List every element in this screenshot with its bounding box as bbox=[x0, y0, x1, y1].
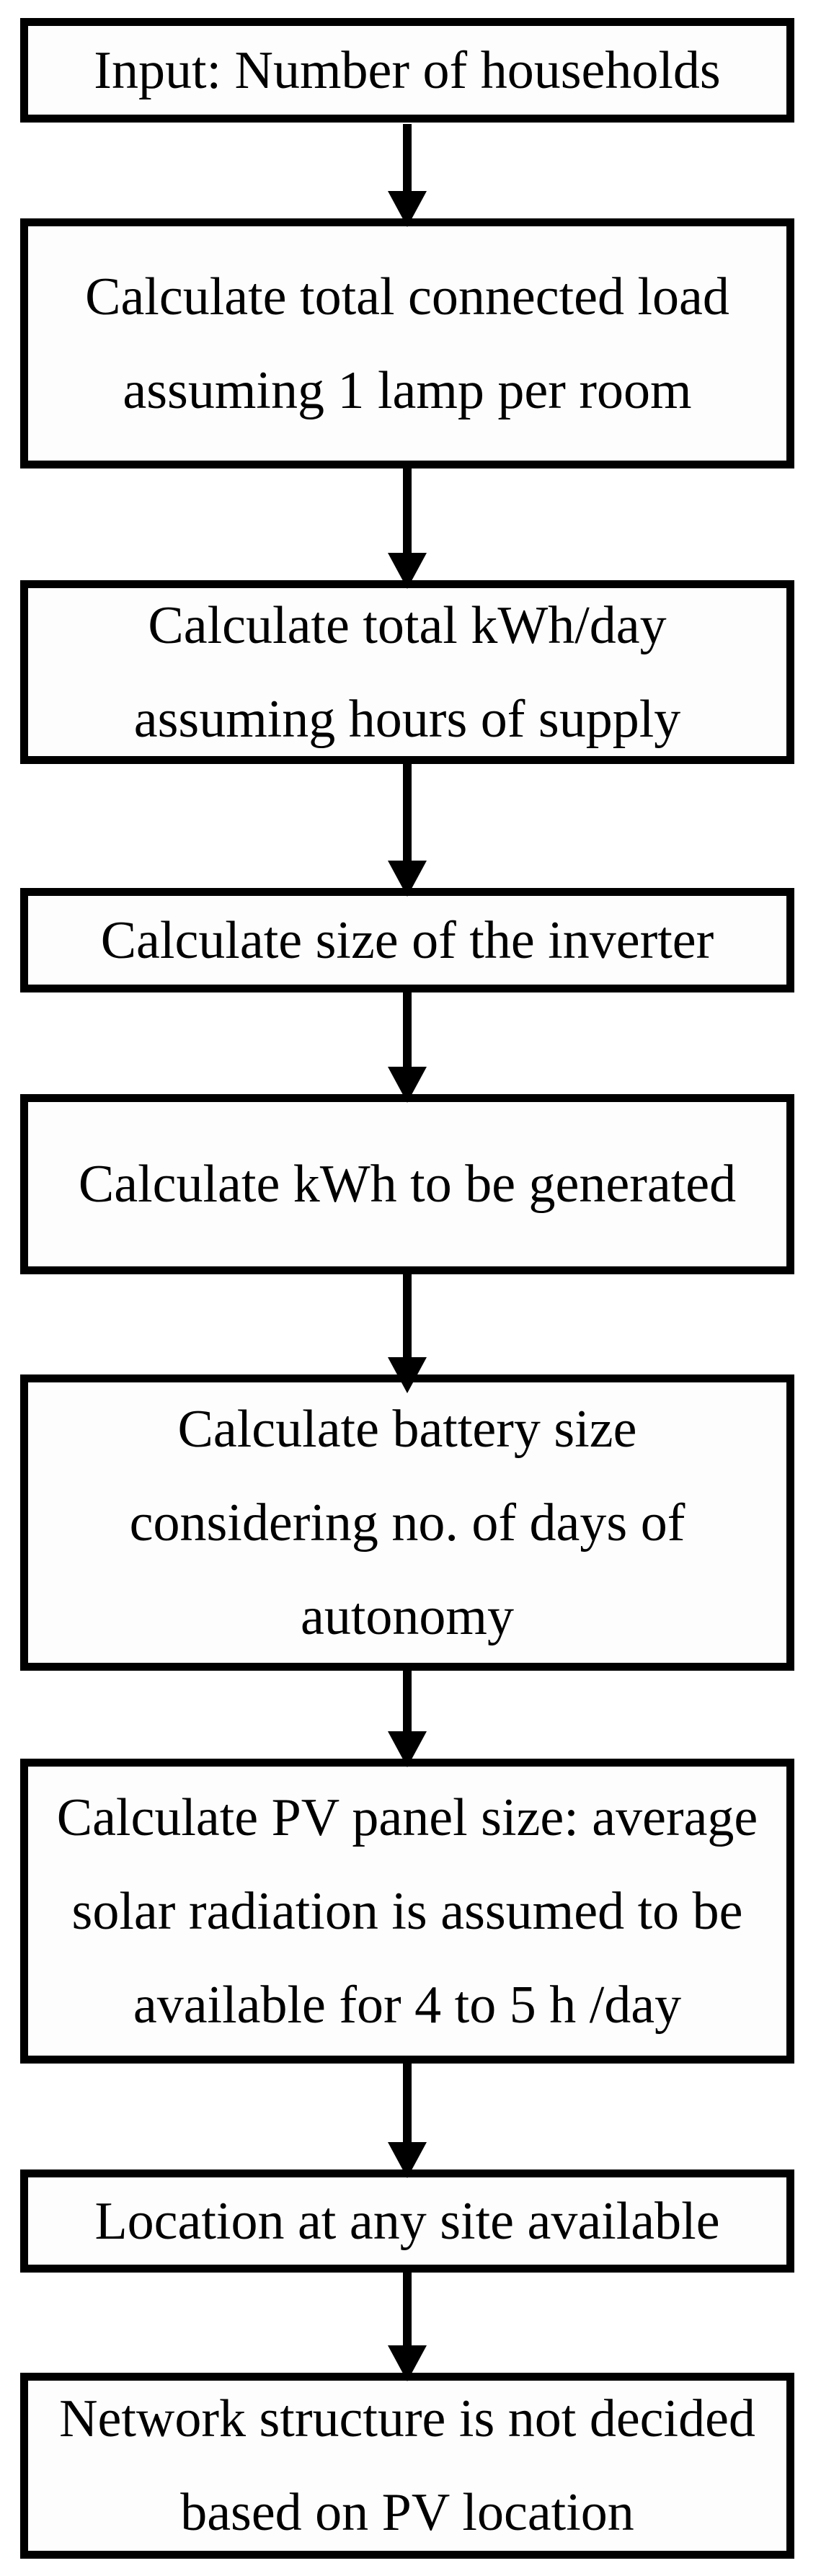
arrow-head-icon bbox=[388, 1357, 427, 1393]
down-arrow-3 bbox=[388, 764, 427, 897]
step-3-label: Calculate total kWh/day assuming hours o… bbox=[133, 595, 681, 749]
step-5-box: Calculate kWh to be generated bbox=[20, 1094, 794, 1274]
step-8-box: Location at any site available bbox=[20, 2169, 794, 2273]
step-2-box: Calculate total connected load assuming … bbox=[20, 218, 794, 468]
down-arrow-7 bbox=[388, 2064, 427, 2178]
step-2-label: Calculate total connected load assuming … bbox=[85, 267, 729, 420]
down-arrow-1 bbox=[388, 124, 427, 227]
arrow-head-icon bbox=[388, 1731, 427, 1767]
step-8-label: Location at any site available bbox=[94, 2191, 720, 2251]
step-6-box: Calculate battery size considering no. o… bbox=[20, 1374, 794, 1671]
arrow-head-icon bbox=[388, 2142, 427, 2178]
step-1-label: Input: Number of households bbox=[94, 40, 721, 100]
arrow-stem bbox=[403, 124, 412, 195]
down-arrow-4 bbox=[388, 992, 427, 1103]
arrow-stem bbox=[403, 2273, 412, 2350]
arrow-stem bbox=[403, 992, 412, 1071]
arrow-head-icon bbox=[388, 191, 427, 227]
arrow-head-icon bbox=[388, 1067, 427, 1103]
arrow-head-icon bbox=[388, 553, 427, 589]
step-7-label: Calculate PV panel size: average solar r… bbox=[56, 1787, 758, 2035]
step-4-box: Calculate size of the inverter bbox=[20, 888, 794, 992]
down-arrow-2 bbox=[388, 468, 427, 589]
down-arrow-8 bbox=[388, 2273, 427, 2381]
step-9-box: Network structure is not decided based o… bbox=[20, 2373, 794, 2559]
down-arrow-6 bbox=[388, 1671, 427, 1767]
arrow-stem bbox=[403, 1671, 412, 1736]
step-9-label: Network structure is not decided based o… bbox=[59, 2389, 755, 2542]
step-4-label: Calculate size of the inverter bbox=[100, 910, 714, 970]
step-3-box: Calculate total kWh/day assuming hours o… bbox=[20, 580, 794, 764]
step-1-box: Input: Number of households bbox=[20, 18, 794, 123]
down-arrow-5 bbox=[388, 1274, 427, 1393]
arrow-stem bbox=[403, 468, 412, 557]
arrow-head-icon bbox=[388, 861, 427, 897]
step-7-box: Calculate PV panel size: average solar r… bbox=[20, 1759, 794, 2064]
arrow-stem bbox=[403, 2064, 412, 2146]
step-5-label: Calculate kWh to be generated bbox=[78, 1155, 737, 1214]
arrow-stem bbox=[403, 1274, 412, 1362]
arrow-stem bbox=[403, 764, 412, 865]
arrow-head-icon bbox=[388, 2345, 427, 2381]
step-6-label: Calculate battery size considering no. o… bbox=[129, 1399, 685, 1646]
